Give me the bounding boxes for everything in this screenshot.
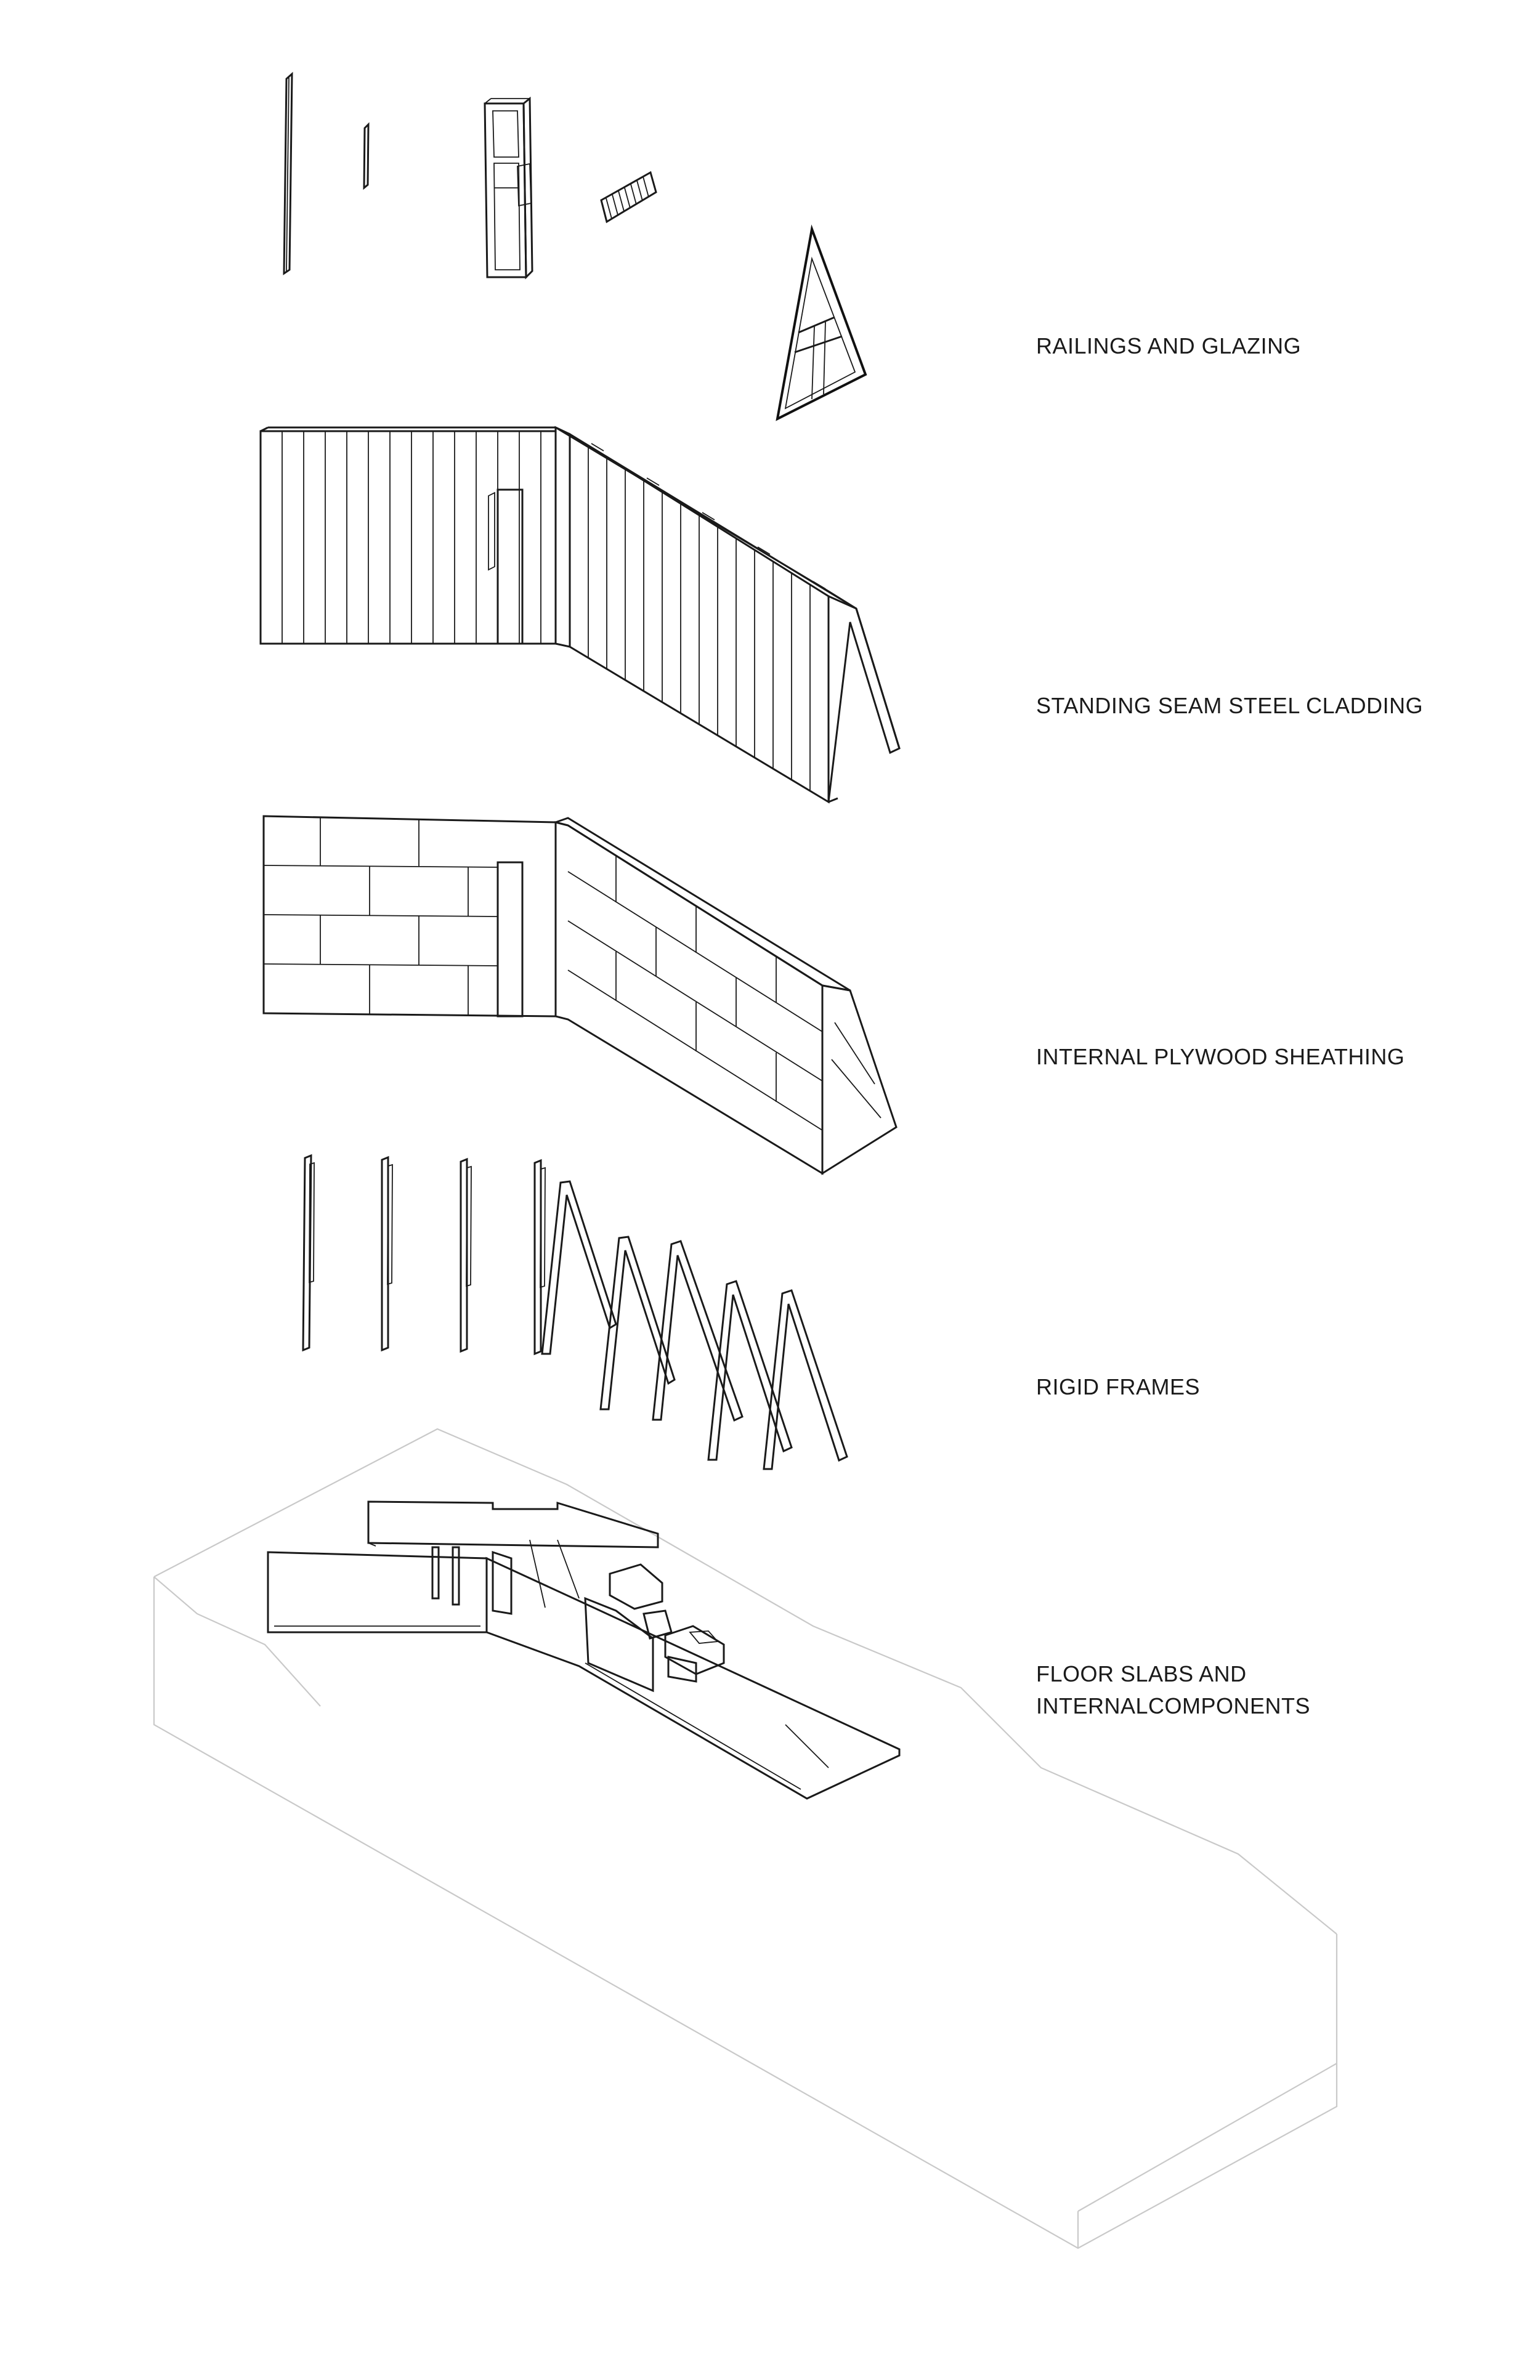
internal-components <box>431 1539 725 1693</box>
label-plywood-sheathing: INTERNAL PLYWOOD SHEATHING <box>1036 1041 1404 1073</box>
label-sheathing-text: INTERNAL PLYWOOD SHEATHING <box>1036 1044 1405 1069</box>
label-railings-text: RAILINGS AND GLAZING <box>1036 333 1302 358</box>
floor-slab-lower <box>267 1551 901 1800</box>
label-floor-line-1: FLOOR SLABS AND <box>1036 1661 1247 1686</box>
rigid-frame-post-3 <box>460 1157 472 1353</box>
railing-panel-small <box>363 122 370 190</box>
plywood-sheathing-layer <box>262 815 898 1175</box>
rigid-frame-a-3 <box>652 1240 744 1422</box>
rigid-frame-a-5 <box>763 1289 848 1470</box>
triangular-end-glazing <box>776 224 867 421</box>
railings-and-glazing-layer <box>283 71 867 421</box>
steel-cladding-layer <box>259 426 901 804</box>
label-railings-and-glazing: RAILINGS AND GLAZING <box>1036 330 1301 362</box>
cladding-seams-left <box>282 431 541 644</box>
sheathing-panel-joints-left <box>263 817 498 1015</box>
rigid-frame-a-4 <box>707 1280 793 1461</box>
floor-slabs-layer <box>153 1428 1338 2249</box>
label-cladding-text: STANDING SEAM STEEL CLADDING <box>1036 693 1424 718</box>
rigid-frame-a-1 <box>541 1180 617 1355</box>
floor-slab-upper <box>367 1500 659 1548</box>
label-frames-text: RIGID FRAMES <box>1036 1374 1201 1399</box>
rigid-frame-a-2 <box>599 1236 676 1411</box>
cladding-seams-diagonal <box>588 446 811 791</box>
louvre-vent <box>600 171 657 224</box>
rigid-frame-post-2 <box>381 1156 393 1352</box>
label-floor-line-2: INTERNALCOMPONENTS <box>1036 1693 1311 1718</box>
door-glazing-unit <box>484 96 533 280</box>
cladding-ridge-marks <box>591 443 826 589</box>
label-steel-cladding: STANDING SEAM STEEL CLADDING <box>1036 690 1423 722</box>
railing-panel-tall <box>283 71 293 275</box>
rigid-frames-layer <box>302 1154 848 1470</box>
rigid-frame-post-1 <box>302 1154 315 1352</box>
site-terrain-block <box>153 1428 1338 2249</box>
sheathing-panel-joints-diagonal <box>567 855 823 1131</box>
label-floor-slabs: FLOOR SLABS AND INTERNALCOMPONENTS <box>1036 1658 1310 1722</box>
rigid-frame-post-4 <box>533 1159 546 1356</box>
label-rigid-frames: RIGID FRAMES <box>1036 1371 1200 1403</box>
